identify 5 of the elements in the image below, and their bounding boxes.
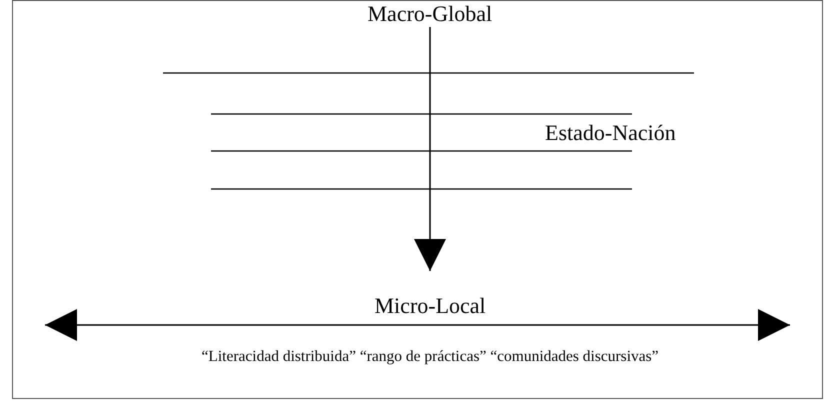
arrow <box>414 27 446 271</box>
concept-list-text: “Literacidad distribuida” “rango de prácticas” “comunidades discursivas” <box>202 349 659 364</box>
level-text: Macro-Global <box>368 3 492 25</box>
level-text: Estado-Nación <box>545 122 676 144</box>
level-text: Micro-Local <box>374 295 486 317</box>
